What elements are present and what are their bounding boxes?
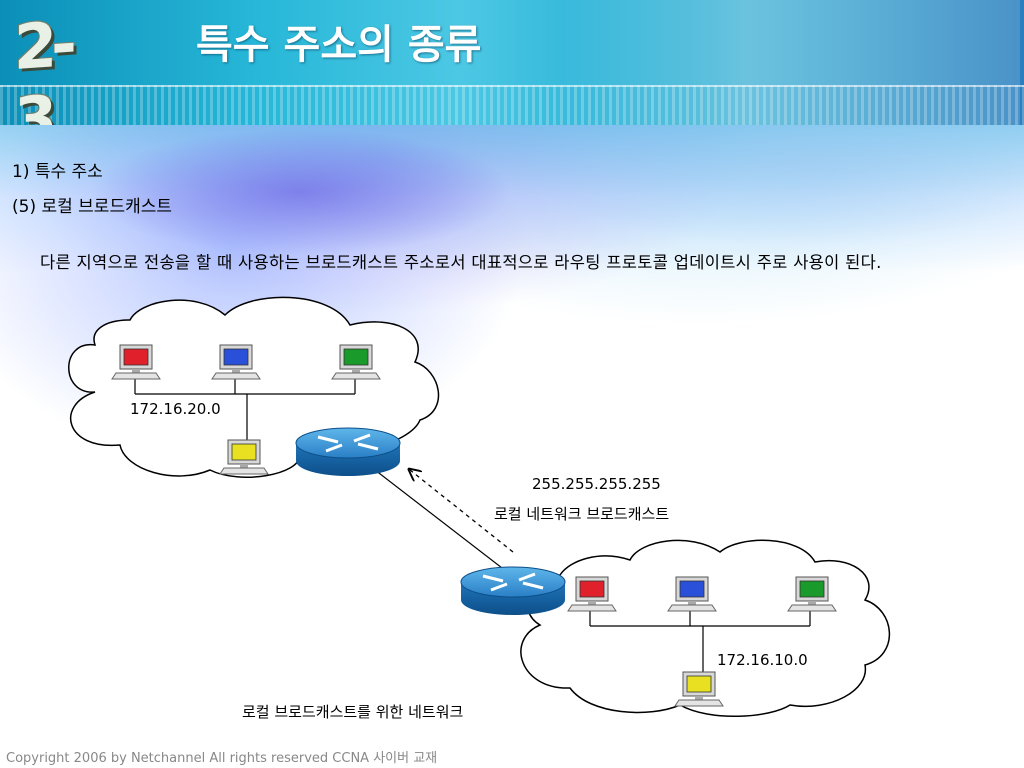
- header-shine: [560, 0, 1020, 125]
- computer-top-red-icon: [111, 344, 161, 380]
- section-heading-2: (5) 로컬 브로드캐스트: [12, 197, 173, 217]
- broadcast-arrow: [410, 470, 514, 553]
- broadcast-description-label: 로컬 네트워크 브로드캐스트: [494, 505, 669, 523]
- slide-header: 2-3 특수 주소의 종류: [0, 0, 1024, 125]
- computers-group: [111, 344, 837, 707]
- computer-bottom-blue-icon: [667, 576, 717, 612]
- router-link: [374, 469, 516, 579]
- broadcast-address-label: 255.255.255.255: [532, 475, 661, 493]
- diagram-caption: 로컬 브로드캐스트를 위한 네트워크: [242, 703, 463, 721]
- router-top-icon: [295, 427, 401, 476]
- description-text: 다른 지역으로 전송을 할 때 사용하는 브로드캐스트 주소로서 대표적으로 라…: [40, 253, 882, 272]
- slide-title: 특수 주소의 종류: [196, 22, 482, 68]
- footer-copyright: Copyright 2006 by Netchannel All rights …: [6, 751, 438, 766]
- section-heading-1: 1) 특수 주소: [12, 162, 103, 182]
- computer-top-yellow-icon: [219, 439, 269, 475]
- wiring-top: [134, 378, 356, 445]
- wiring-bottom: [589, 610, 811, 672]
- network-label-bottom: 172.16.10.0: [717, 651, 808, 669]
- computer-bottom-red-icon: [567, 576, 617, 612]
- header-stripes: [0, 85, 1024, 125]
- computer-top-blue-icon: [211, 344, 261, 380]
- computer-bottom-yellow-icon: [674, 671, 724, 707]
- computer-top-green-icon: [331, 344, 381, 380]
- header-divider: [0, 85, 1024, 87]
- network-label-top: 172.16.20.0: [130, 400, 221, 418]
- computer-bottom-green-icon: [787, 576, 837, 612]
- decorative-band: [0, 122, 1024, 272]
- router-bottom-icon: [460, 566, 566, 615]
